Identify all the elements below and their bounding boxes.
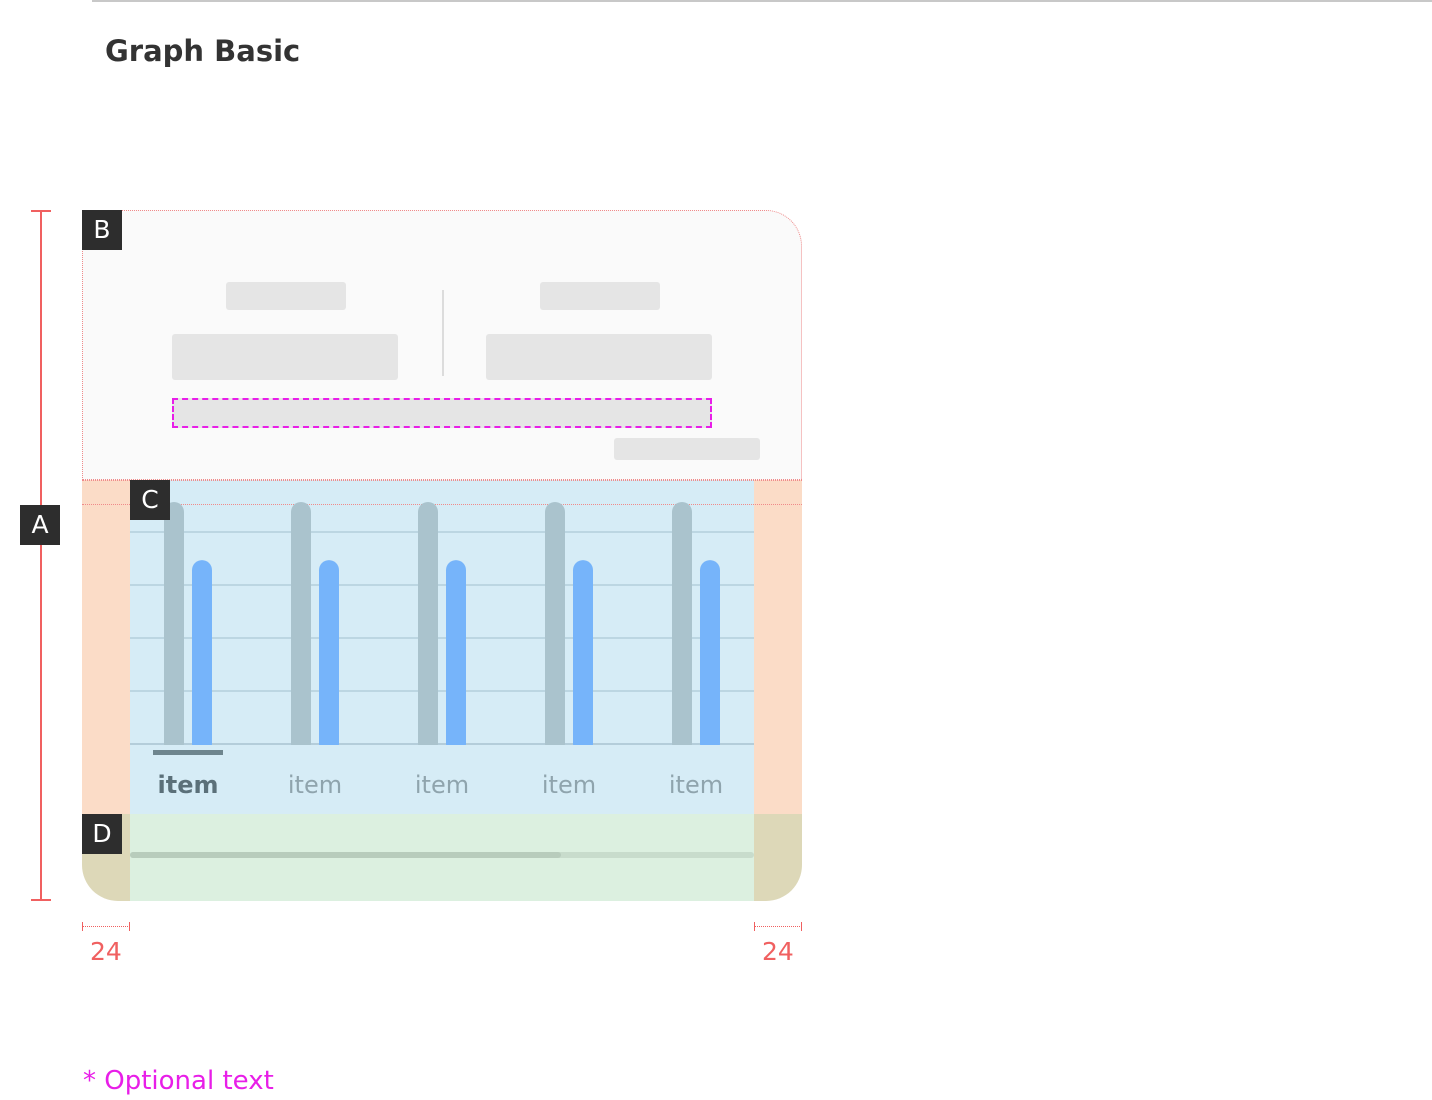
a-bracket-cap-bottom [31, 899, 51, 901]
tag-c: C [130, 480, 170, 520]
bar-secondary[interactable] [291, 502, 311, 754]
placeholder-caption [614, 438, 760, 460]
page-title: Graph Basic [105, 34, 301, 68]
tag-a: A [20, 505, 60, 545]
margin-left-tick-end [129, 922, 130, 931]
category-label[interactable]: item [288, 771, 342, 799]
placeholder-label-left [226, 282, 346, 310]
bar-primary[interactable] [319, 560, 339, 754]
top-divider [92, 0, 1432, 2]
margin-right-label: 24 [762, 937, 794, 966]
padding-right-bottom-zone [754, 814, 802, 901]
tag-b: B [82, 210, 122, 250]
bar-chart: item item item item item [130, 502, 754, 799]
bar-primary[interactable] [700, 560, 720, 754]
header-vertical-divider [442, 290, 444, 376]
scrollbar-thumb[interactable] [130, 852, 561, 858]
bar-base-mask [543, 745, 595, 755]
section-c-top-guide [82, 480, 802, 481]
a-bracket-line-top [40, 211, 42, 505]
category-label[interactable]: item [669, 771, 723, 799]
bar-secondary[interactable] [418, 502, 438, 754]
padding-right-zone [754, 480, 802, 814]
padding-left-zone [82, 480, 130, 814]
bar-primary[interactable] [573, 560, 593, 754]
chart-area [130, 480, 754, 814]
selected-item-indicator [153, 750, 223, 755]
margin-left-measure [82, 926, 130, 927]
bar-base-mask [670, 745, 722, 755]
bar-primary[interactable] [192, 560, 212, 754]
bar-secondary[interactable] [164, 502, 184, 754]
margin-right-measure [754, 926, 802, 927]
bar-secondary[interactable] [545, 502, 565, 754]
tag-d: D [82, 814, 122, 854]
bar-secondary[interactable] [672, 502, 692, 754]
placeholder-label-right [540, 282, 660, 310]
bar-base-mask [416, 745, 468, 755]
margin-left-label: 24 [90, 937, 122, 966]
optional-text-note: * Optional text [83, 1066, 274, 1096]
section-c-inner-guide [82, 504, 802, 505]
bar-primary[interactable] [446, 560, 466, 754]
margin-right-tick-end [801, 922, 802, 931]
category-label[interactable]: item [542, 771, 596, 799]
placeholder-value-right [486, 334, 712, 380]
optional-text-placeholder [172, 398, 712, 428]
a-bracket-line-bottom [40, 545, 42, 901]
category-label[interactable]: item [158, 771, 219, 799]
bar-base-mask [289, 745, 341, 755]
category-label[interactable]: item [415, 771, 469, 799]
placeholder-value-left [172, 334, 398, 380]
